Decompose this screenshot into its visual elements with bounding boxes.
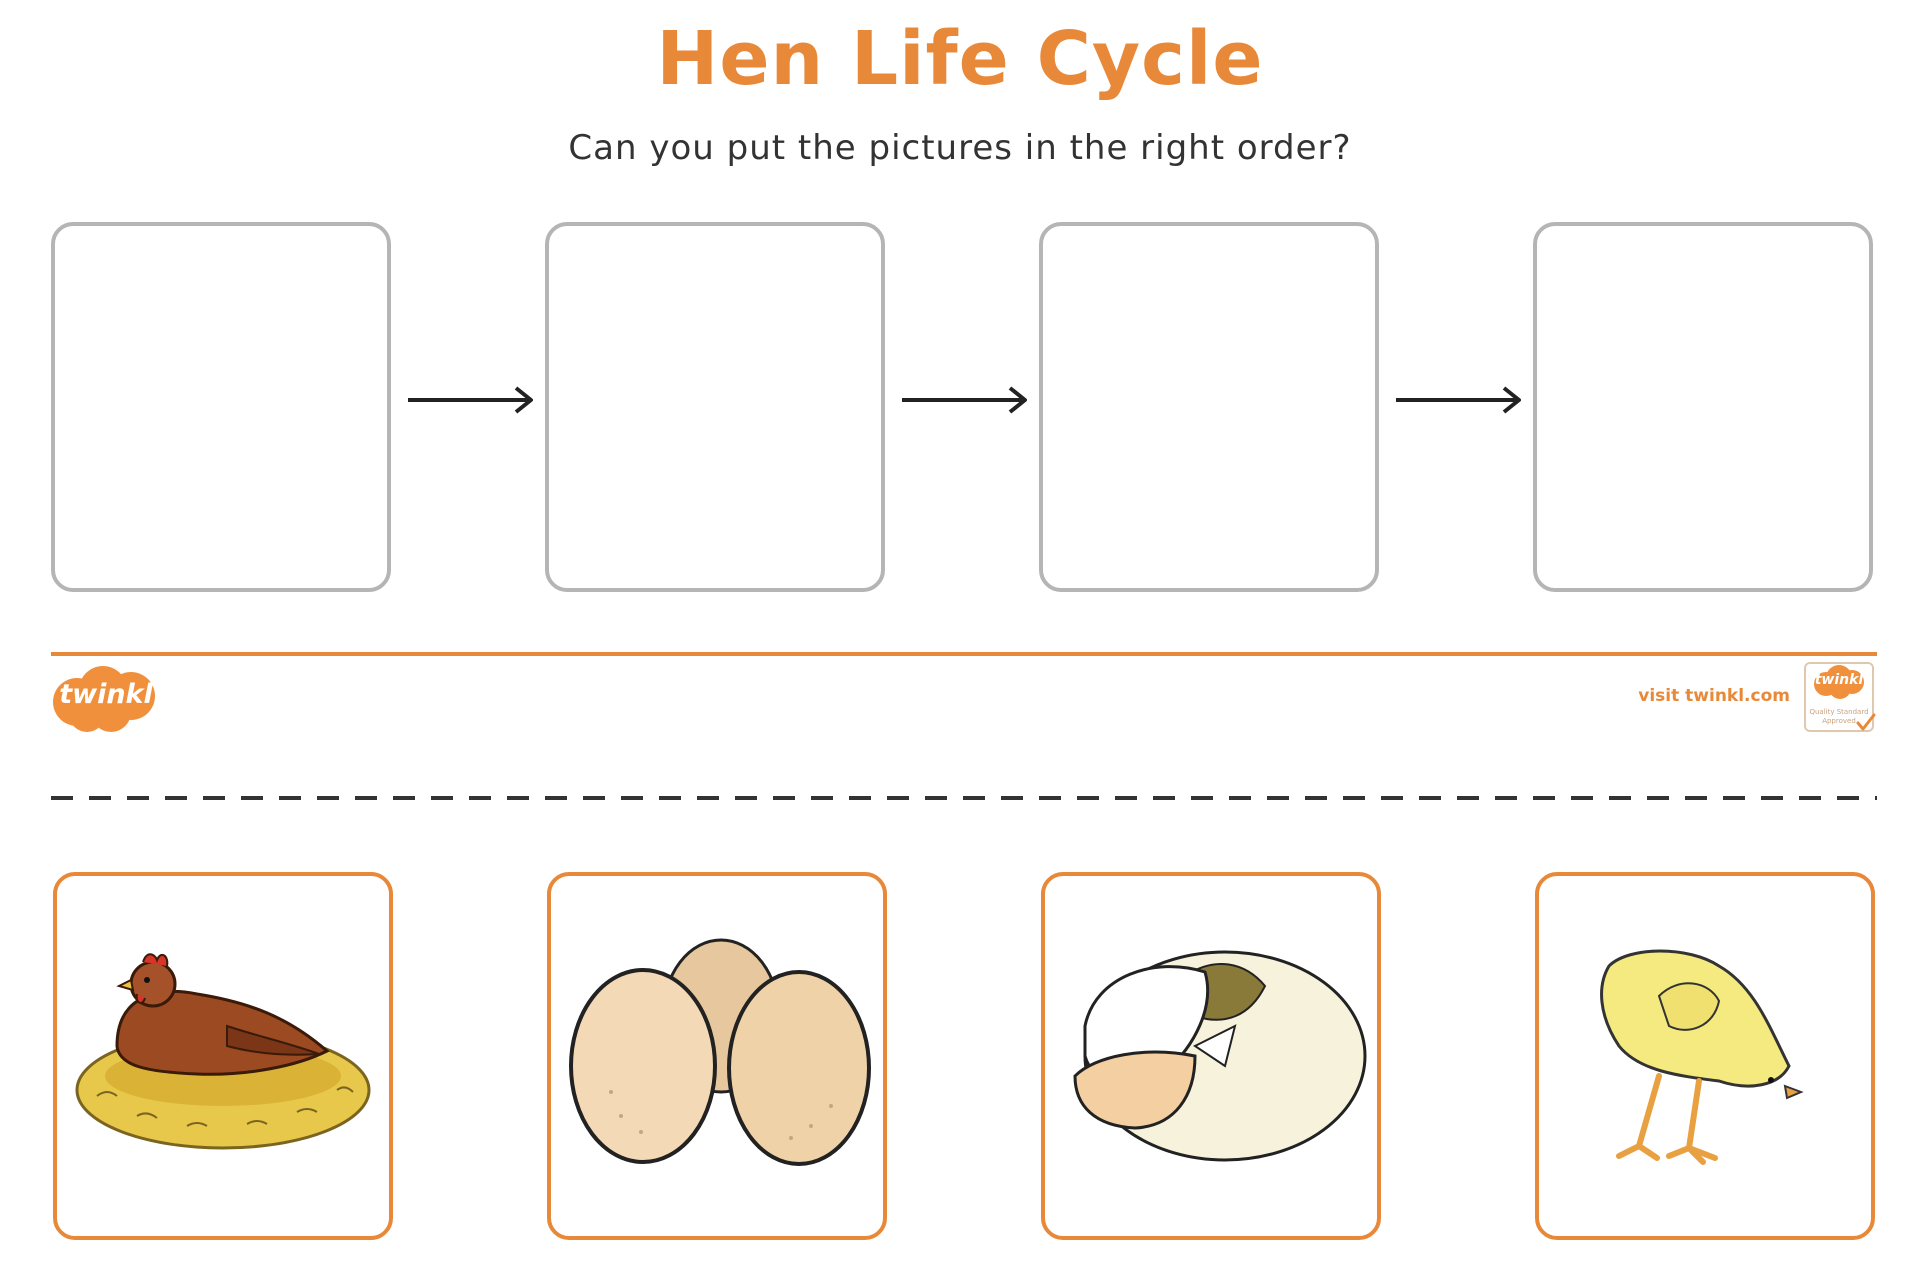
twinkl-logo-text: twinkl xyxy=(59,679,153,710)
badge-caption: Quality Standard Approved xyxy=(1809,708,1869,725)
eggs-picture xyxy=(569,938,871,1166)
badge-cloud-icon xyxy=(1814,665,1864,699)
answer-slot-2[interactable] xyxy=(545,222,885,592)
right-arrow-icon xyxy=(902,386,1027,414)
instruction-text: Can you put the pictures in the right or… xyxy=(568,128,1352,168)
card-eggs[interactable] xyxy=(547,872,887,1240)
right-arrow-icon xyxy=(1396,386,1521,414)
answer-slot-4[interactable] xyxy=(1533,222,1873,592)
card-chick[interactable] xyxy=(1535,872,1875,1240)
checkmark-icon xyxy=(1856,713,1876,731)
visit-link[interactable]: visit twinkl.com xyxy=(1638,686,1790,706)
footer-divider xyxy=(51,652,1877,656)
hatching-egg-picture xyxy=(1073,950,1367,1162)
hen-on-nest-picture xyxy=(75,953,371,1150)
answer-slot-3[interactable] xyxy=(1039,222,1379,592)
twinkl-logo-icon xyxy=(53,666,155,732)
badge-brand-text: twinkl xyxy=(1814,672,1864,688)
right-arrow-icon xyxy=(408,386,533,414)
chick-picture xyxy=(1600,949,1804,1165)
answer-slot-1[interactable] xyxy=(51,222,391,592)
card-hen-on-nest[interactable] xyxy=(53,872,393,1240)
page-title: Hen Life Cycle xyxy=(656,16,1264,102)
cut-line xyxy=(51,796,1877,800)
card-hatching-egg[interactable] xyxy=(1041,872,1381,1240)
